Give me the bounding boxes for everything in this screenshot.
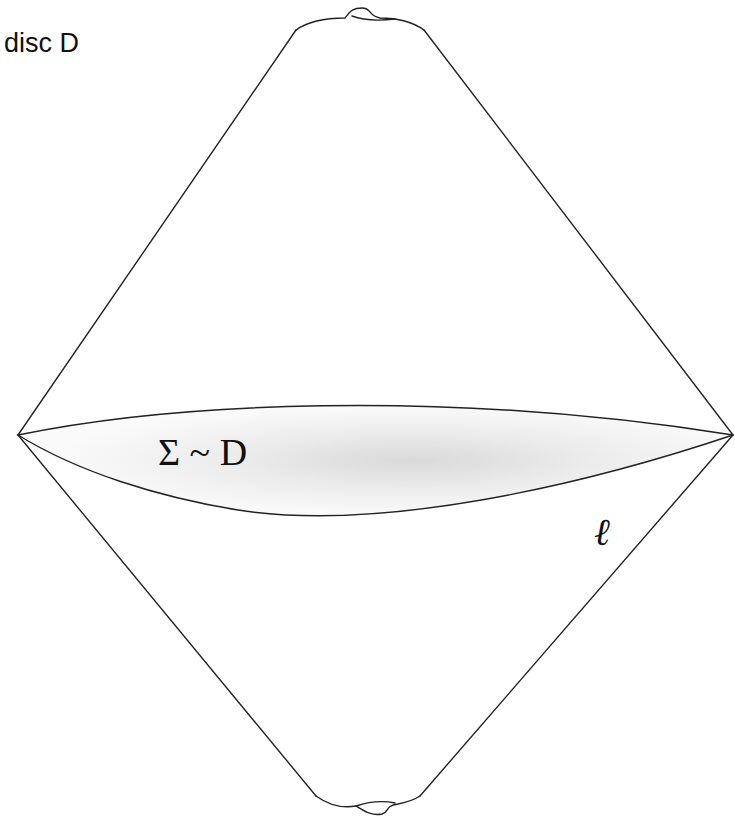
lens-shape [18,405,733,515]
lens-outline [18,392,733,520]
boundary-label: ℓ [594,510,610,554]
diamond-bottom-cap [316,796,420,815]
diamond-top-fold [352,16,395,20]
surface-label: Σ ~ D [158,430,247,474]
diamond-bottom-fold [356,802,395,806]
diamond-upper-right-edge [424,30,733,435]
diamond-top-cap [296,8,424,30]
surface-lens: Σ ~ D [18,392,733,520]
diamond-upper-left-edge [18,30,296,435]
caption-text: disc D [4,28,79,59]
